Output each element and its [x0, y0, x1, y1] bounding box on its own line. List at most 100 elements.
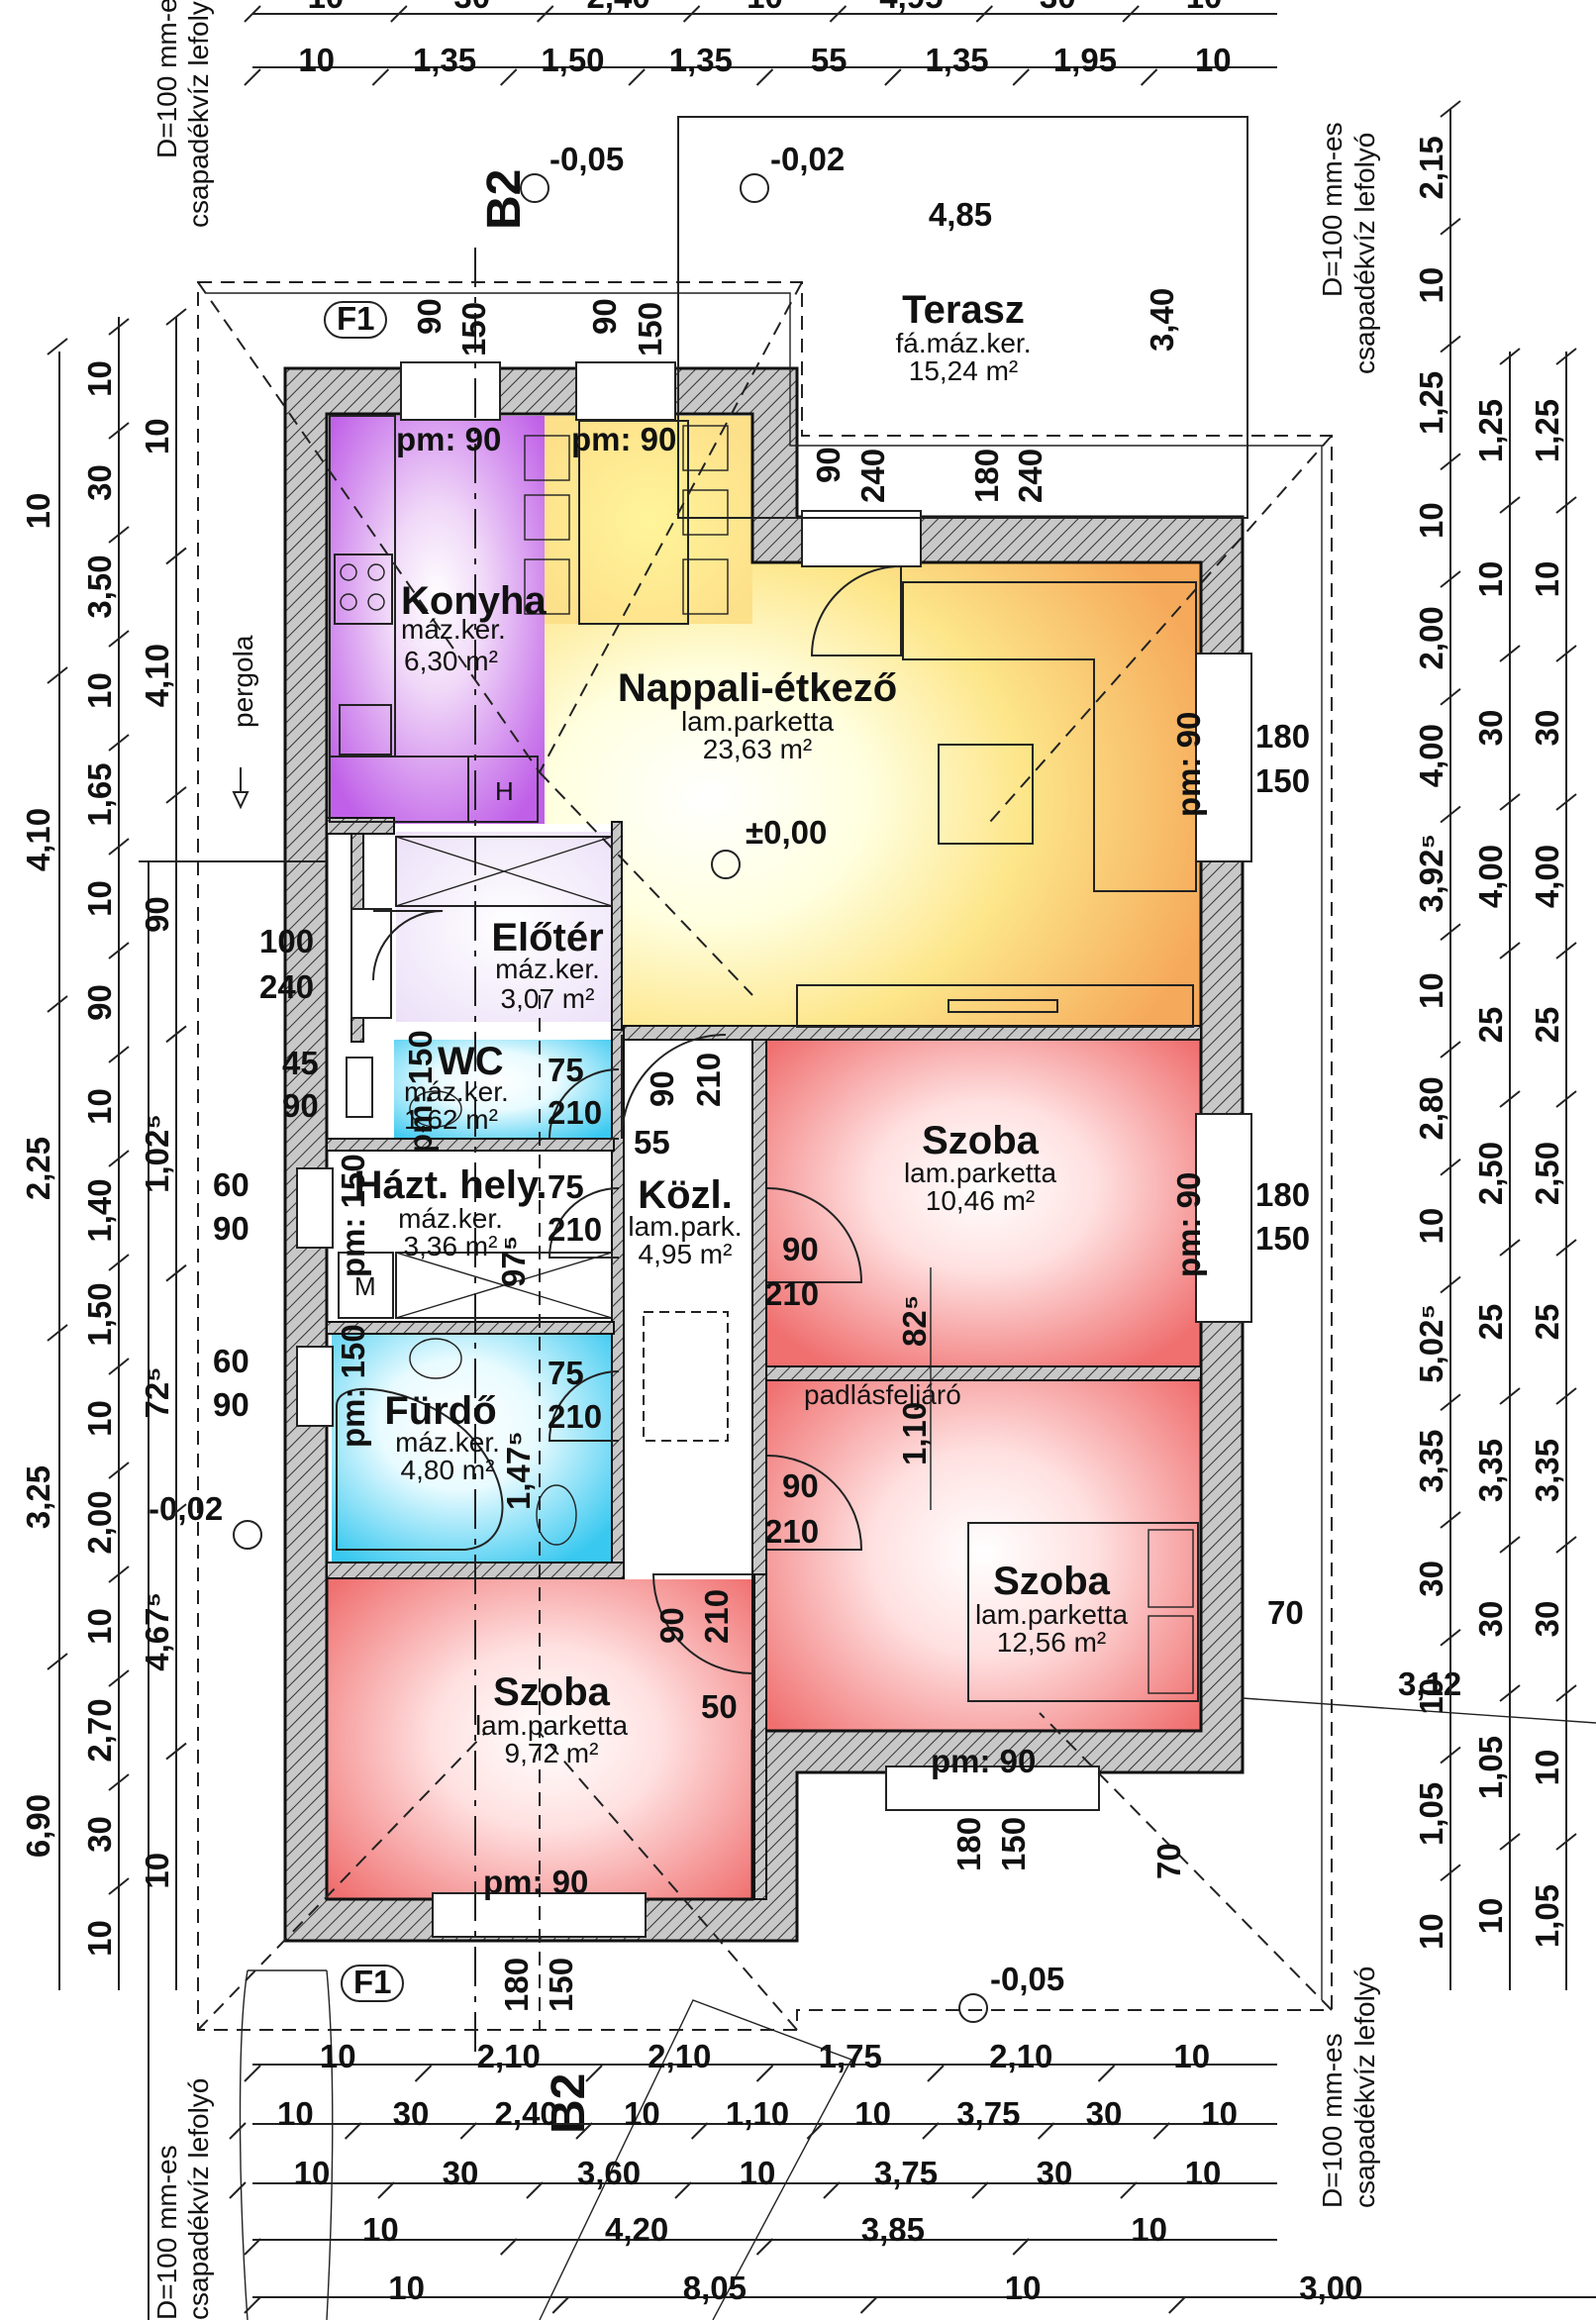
dim-value: 10 — [1413, 1913, 1449, 1950]
dim-tick — [1555, 1239, 1577, 1257]
dim-tick — [1152, 2122, 1171, 2140]
dim-value: 10 — [81, 672, 118, 709]
dim-value: 1,25 — [1472, 399, 1509, 462]
dim-value: 2,25 — [20, 1137, 56, 1200]
dim-value: 90 — [139, 896, 175, 933]
dim-value: 2,40 — [495, 2095, 558, 2132]
dim-value: 25 — [1472, 1007, 1509, 1044]
dim-value: 1,25 — [1413, 371, 1449, 435]
facade-mark-top: F1 — [337, 300, 375, 337]
dim-tick — [526, 2181, 544, 2199]
roof-ridge — [539, 771, 753, 996]
walls — [283, 366, 1245, 1943]
level-label: -0,05 — [990, 1961, 1064, 1997]
terrace-depth-label: 3,40 — [1144, 288, 1180, 352]
opening-width: 90 — [586, 298, 623, 335]
opening-height: 210 — [548, 1094, 602, 1131]
dim-tick — [927, 2065, 945, 2082]
dim-tick — [1440, 923, 1461, 942]
dim-value: 1,65 — [81, 762, 118, 826]
drain-note: csapadékvíz lefolyó — [1349, 133, 1380, 374]
bedroom-c-fill — [327, 1579, 767, 1931]
opening-width: 75 — [548, 1355, 584, 1391]
dim-tick — [108, 630, 130, 648]
dim-tick — [1012, 2238, 1030, 2256]
dim-tick — [459, 2122, 478, 2140]
opening-width: 90 — [810, 447, 847, 483]
dim-value: 10 — [854, 2095, 891, 2132]
dim-value: 1,35 — [925, 42, 988, 78]
opening-height: 90 — [282, 1087, 319, 1124]
dim-value: 4,10 — [20, 808, 56, 871]
door-swing — [810, 564, 902, 656]
opening-width: 45 — [282, 1045, 319, 1081]
dim-value: 10 — [20, 493, 56, 530]
dim-value: 3,35 — [1472, 1439, 1509, 1502]
coffee-table — [938, 744, 1034, 845]
drain-note: csapadékvíz lefolyó — [183, 0, 214, 228]
roof-edge — [206, 292, 1323, 2000]
dim-value: 1,75 — [819, 2038, 882, 2074]
dim-value: 3,75 — [956, 2095, 1020, 2132]
window-bed-b-south — [885, 1765, 1100, 1811]
sill-label: pm: 90 — [396, 421, 501, 457]
wall-utility-bottom — [326, 1321, 615, 1335]
room-name-szoba-1: Szoba — [922, 1119, 1040, 1162]
room-floor: máz.ker. — [395, 1427, 500, 1458]
room-name-eloter: Előtér — [491, 916, 603, 959]
dim-tick — [1120, 2181, 1138, 2199]
opening-height: 240 — [259, 968, 314, 1005]
wc-toilet — [409, 1090, 462, 1128]
dim-tick — [244, 2065, 261, 2082]
dim-value: 4,67⁵ — [139, 1592, 175, 1671]
dim-value: 90 — [81, 984, 118, 1021]
room-floor: lam.parketta — [681, 706, 834, 737]
chair — [524, 494, 570, 541]
room-name-terasz: Terasz — [902, 288, 1025, 332]
dim-tick — [537, 5, 554, 23]
dim-value: 4,00 — [1529, 845, 1565, 908]
dim-tick — [551, 2296, 569, 2314]
dim-value: 2,10 — [648, 2038, 711, 2074]
room-area: 4,80 m² — [401, 1455, 495, 1485]
dim-tick — [755, 68, 774, 86]
dim-value: 10 — [81, 880, 118, 917]
dim-value: 2,10 — [989, 2038, 1052, 2074]
dim-value: 10 — [747, 0, 783, 15]
dim-tick — [1499, 645, 1521, 662]
dim-tick — [1499, 942, 1521, 959]
chair — [682, 425, 729, 471]
dim-tick — [922, 2122, 940, 2140]
dim-value: 10 — [298, 42, 335, 78]
room-floor: máz.ker. — [401, 614, 506, 645]
dim-value: 3,25 — [20, 1465, 56, 1529]
dim-tick — [575, 2122, 593, 2140]
opening-width: 90 — [644, 1070, 680, 1107]
opening-height: 210 — [764, 1275, 819, 1312]
dim-tick — [500, 68, 518, 86]
pillow — [1147, 1615, 1194, 1694]
dim-tick — [690, 2122, 709, 2140]
opening-width: 180 — [498, 1958, 535, 2012]
level-marker-icon — [711, 850, 741, 879]
dim-value: 10 — [81, 1088, 118, 1125]
dim-tick — [414, 2065, 433, 2082]
dim-tick — [165, 308, 187, 326]
opening-width: 60 — [213, 1166, 249, 1203]
dim-value: 3,85 — [861, 2211, 925, 2248]
bedroom-a-fill — [767, 1040, 1200, 1366]
dim-tick — [344, 2122, 362, 2140]
misc-dim: 55 — [634, 1124, 670, 1160]
opening-height: 240 — [854, 449, 891, 503]
door-swing — [651, 1573, 753, 1674]
dim-tick — [1440, 1158, 1461, 1176]
dim-value: 30 — [81, 464, 118, 501]
dim-tick — [1122, 5, 1140, 23]
opening-width: 90 — [782, 1231, 819, 1267]
opening-height: 150 — [543, 1958, 579, 2012]
misc-dim: 70 — [1267, 1594, 1304, 1631]
room-floor: fá.máz.ker. — [896, 328, 1032, 358]
dim-tick — [47, 1653, 68, 1670]
